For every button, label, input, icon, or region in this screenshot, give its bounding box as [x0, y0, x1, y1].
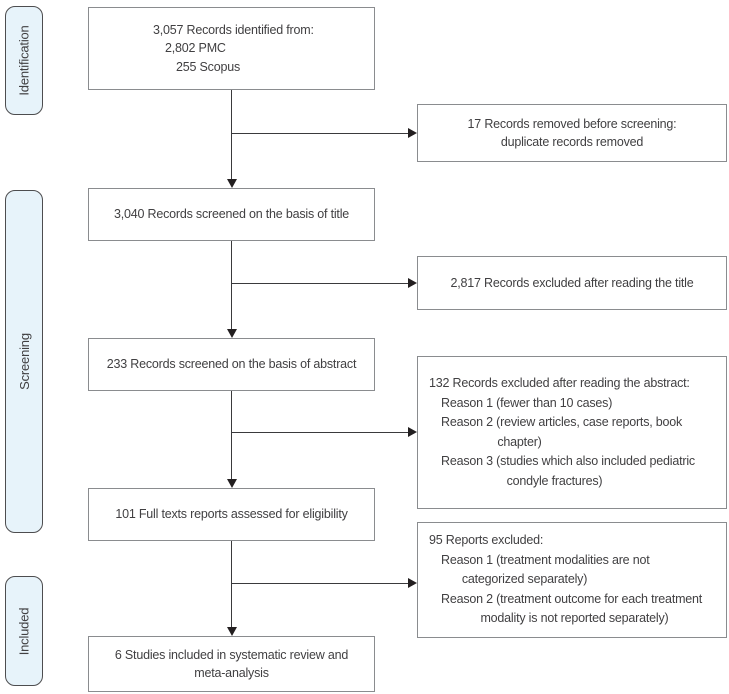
connector-title-to-abstract [231, 241, 232, 329]
connector-fulltext-to-included [231, 541, 232, 627]
stage-included-label: Included [16, 607, 32, 655]
arrowhead-right-1 [408, 128, 417, 138]
box-records-identified: 3,057 Records identified from: 2,802 PMC… [88, 7, 375, 90]
records-identified-line3: 255 Scopus [176, 59, 241, 74]
arrowhead-right-3 [408, 427, 417, 437]
reports-excluded-title: 95 Reports excluded: [429, 533, 544, 548]
box-excluded-abstract: 132 Records excluded after reading the a… [417, 356, 727, 509]
excluded-abstract-reason2-line2: chapter) [497, 434, 542, 449]
reports-excluded-reason2-line1: Reason 2 (treatment outcome for each tre… [441, 591, 703, 606]
excluded-abstract-reason3-line2: condyle fractures) [506, 473, 603, 488]
reports-excluded-reason2-line2: modality is not reported separately) [480, 611, 669, 626]
arrowhead-down-2 [227, 329, 237, 338]
removed-before-screening-line2: duplicate records removed [500, 135, 644, 149]
arrowhead-down-3 [227, 479, 237, 488]
included-studies-line1: 6 Studies included in systematic review … [114, 647, 349, 662]
box-included-studies: 6 Studies included in systematic review … [88, 636, 375, 692]
branch-excluded-title [231, 283, 408, 284]
excluded-abstract-title: 132 Records excluded after reading the a… [429, 376, 690, 390]
excluded-abstract-reason3-line1: Reason 3 (studies which also included pe… [441, 454, 695, 468]
excluded-abstract-reason1: Reason 1 (fewer than 10 cases) [441, 395, 613, 410]
stage-screening: Screening [5, 190, 43, 533]
records-identified-line1: 3,057 Records identified from: [153, 22, 314, 37]
box-screened-title: 3,040 Records screened on the basis of t… [88, 188, 375, 241]
screened-abstract-text: 233 Records screened on the basis of abs… [106, 357, 357, 372]
removed-before-screening-line1: 17 Records removed before screening: [467, 116, 677, 131]
reports-excluded-reason1-line2: categorized separately) [461, 572, 588, 587]
stage-included: Included [5, 576, 43, 686]
excluded-abstract-reason2-line1: Reason 2 (review articles, case reports,… [441, 415, 683, 429]
stage-identification: Identification [5, 6, 43, 115]
box-removed-before-screening: 17 Records removed before screening: dup… [417, 104, 727, 162]
arrowhead-down-1 [227, 179, 237, 188]
box-reports-excluded: 95 Reports excluded: Reason 1 (treatment… [417, 522, 727, 638]
arrowhead-right-4 [408, 578, 417, 588]
arrowhead-down-4 [227, 627, 237, 636]
box-excluded-title: 2,817 Records excluded after reading the… [417, 256, 727, 310]
fulltext-assessed-text: 101 Full texts reports assessed for elig… [115, 507, 348, 522]
stage-screening-label: Screening [16, 333, 32, 390]
box-fulltext-assessed: 101 Full texts reports assessed for elig… [88, 488, 375, 541]
branch-excluded-abstract [231, 432, 408, 433]
branch-reports-excluded [231, 583, 408, 584]
branch-removed-before-screening [231, 133, 408, 134]
connector-identified-to-title [231, 90, 232, 179]
connector-abstract-to-fulltext [231, 391, 232, 479]
stage-identification-label: Identification [16, 25, 32, 96]
box-screened-abstract: 233 Records screened on the basis of abs… [88, 338, 375, 391]
reports-excluded-reason1-line1: Reason 1 (treatment modalities are not [441, 552, 650, 567]
included-studies-line2: meta-analysis [194, 666, 269, 680]
excluded-title-text: 2,817 Records excluded after reading the… [450, 275, 694, 290]
arrowhead-right-2 [408, 278, 417, 288]
records-identified-line2: 2,802 PMC [165, 41, 226, 56]
screened-title-text: 3,040 Records screened on the basis of t… [113, 207, 350, 222]
